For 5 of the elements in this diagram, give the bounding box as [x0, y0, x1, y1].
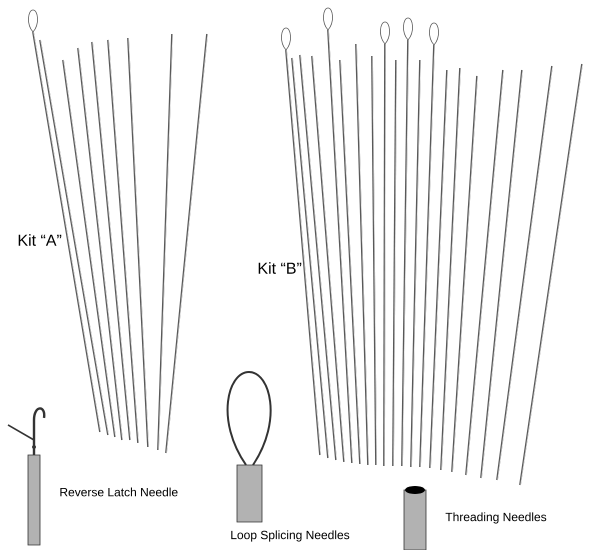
caption: Threading Needles	[446, 512, 546, 524]
caption: Loop Splicing Needles	[231, 530, 350, 542]
caption: Kit “A”	[18, 234, 62, 246]
caption: Kit “B”	[258, 262, 302, 274]
caption: Reverse Latch Needle	[60, 488, 178, 496]
